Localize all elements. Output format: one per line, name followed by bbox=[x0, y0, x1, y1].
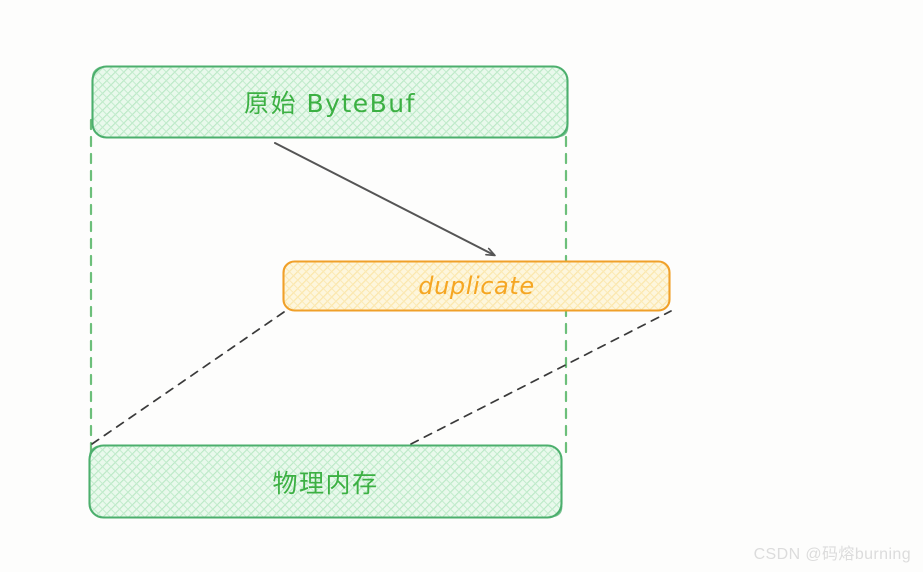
node-duplicate[interactable] bbox=[282, 260, 671, 312]
node-original-bytebuf[interactable] bbox=[91, 65, 569, 139]
watermark-text: CSDN @码熔burning bbox=[753, 546, 911, 563]
node-physical-memory[interactable] bbox=[88, 444, 563, 519]
right-mapping-line bbox=[410, 310, 672, 445]
left-mapping-line bbox=[91, 311, 285, 445]
duplicate-arrow bbox=[274, 142, 494, 255]
